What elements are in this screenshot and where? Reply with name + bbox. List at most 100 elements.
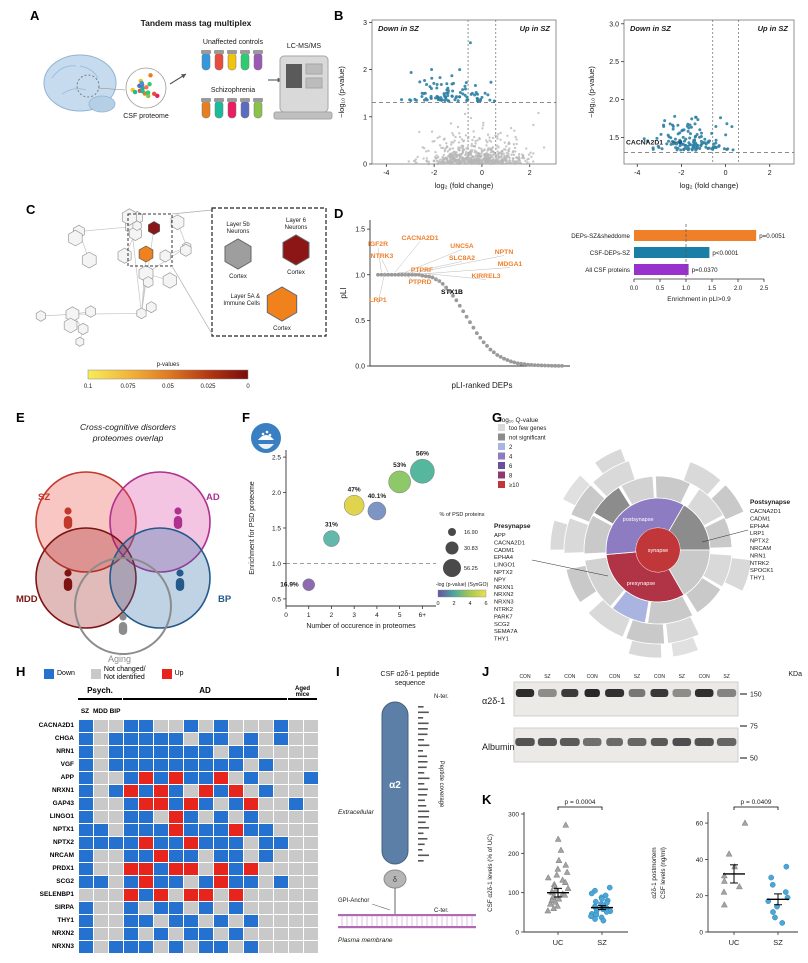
heatmap-cell	[289, 824, 303, 836]
svg-text:α2δ-1: α2δ-1	[482, 696, 505, 706]
svg-text:% of PSD proteins: % of PSD proteins	[440, 512, 485, 518]
heatmap-cell	[139, 915, 153, 927]
heatmap-cell	[169, 928, 183, 940]
svg-text:0.075: 0.075	[120, 384, 136, 390]
heatmap-cell	[139, 941, 153, 953]
svg-text:−log₁₀ (p-value): −log₁₀ (p-value)	[337, 66, 346, 118]
heatmap-cell	[109, 824, 123, 836]
heatmap-cell	[289, 759, 303, 771]
heatmap-cell	[184, 850, 198, 862]
heatmap-cell	[154, 902, 168, 914]
heatmap-cell	[214, 811, 228, 823]
heatmap-cell	[289, 746, 303, 758]
heatmap-cell	[124, 863, 138, 875]
heatmap-cell	[94, 850, 108, 862]
heatmap-cell	[244, 850, 258, 862]
heatmap-row-label: SELENBP1	[39, 891, 74, 898]
svg-text:PTPRD: PTPRD	[408, 279, 431, 286]
heatmap-cell	[109, 720, 123, 732]
heatmap-cell	[289, 928, 303, 940]
svg-text:-4: -4	[383, 170, 389, 177]
heatmap-cell	[259, 915, 273, 927]
svg-text:300: 300	[508, 812, 519, 819]
heatmap-cell	[274, 733, 288, 745]
heatmap-cell	[229, 928, 243, 940]
svg-text:p = 0.0004: p = 0.0004	[565, 799, 596, 806]
panel-j-label: J	[482, 664, 490, 679]
heatmap-cell	[184, 733, 198, 745]
heatmap-cell	[169, 889, 183, 901]
heatmap-cell	[304, 798, 318, 810]
svg-text:0: 0	[724, 170, 728, 177]
heatmap-cell	[229, 785, 243, 797]
svg-text:STX1B: STX1B	[441, 289, 463, 296]
svg-text:47%: 47%	[348, 486, 361, 493]
svg-text:3.0: 3.0	[609, 21, 619, 28]
svg-text:p=0.0051: p=0.0051	[759, 233, 786, 240]
heatmap-cell	[199, 785, 213, 797]
heatmap-cell	[259, 941, 273, 953]
heatmap-cell	[304, 902, 318, 914]
heatmap-cell	[169, 746, 183, 758]
heatmap-cell	[199, 759, 213, 771]
heatmap-cell	[169, 863, 183, 875]
svg-text:SPOCK1: SPOCK1	[750, 568, 774, 574]
heatmap-cell	[229, 759, 243, 771]
heatmap-cell	[214, 850, 228, 862]
heatmap-cell	[244, 915, 258, 927]
heatmap-cell	[169, 798, 183, 810]
heatmap-cell	[274, 759, 288, 771]
heatmap-cell	[94, 863, 108, 875]
svg-text:Layer 5A &: Layer 5A &	[231, 294, 260, 300]
svg-text:CACNA2D1: CACNA2D1	[626, 140, 663, 147]
heatmap-cell	[94, 798, 108, 810]
heatmap-cell	[124, 811, 138, 823]
heatmap-cell	[214, 772, 228, 784]
svg-text:5: 5	[398, 612, 402, 619]
svg-text:THY1: THY1	[750, 576, 765, 582]
heatmap-cell	[184, 915, 198, 927]
svg-text:Tandem mass tag multiplex: Tandem mass tag multiplex	[141, 18, 252, 28]
heatmap-cell	[214, 720, 228, 732]
svg-text:CON: CON	[519, 674, 531, 680]
heatmap-col-label: MDD	[93, 708, 108, 715]
svg-text:Down in SZ: Down in SZ	[378, 24, 419, 33]
heatmap-cell	[184, 798, 198, 810]
heatmap-col-label: BIP	[109, 708, 121, 715]
panel-c-label: C	[26, 202, 36, 217]
heatmap-cell	[274, 876, 288, 888]
heatmap-cell	[199, 889, 213, 901]
svg-text:LINGO1: LINGO1	[494, 563, 515, 569]
heatmap-row-label: NPTX1	[53, 826, 74, 833]
svg-text:Up in SZ: Up in SZ	[520, 24, 551, 33]
svg-text:log₂ (fold change): log₂ (fold change)	[435, 181, 494, 190]
heatmap-cell	[289, 941, 303, 953]
svg-text:CACNA2D1: CACNA2D1	[494, 540, 525, 546]
svg-text:CSF α2δ-1 peptide: CSF α2δ-1 peptide	[381, 671, 440, 678]
panel-d-pli-plot: 0.00.51.01.5pLIIGF2RNTRK3CACNA2D1UNC5ASL…	[339, 220, 786, 390]
heatmap-cell	[229, 746, 243, 758]
svg-text:Enrichment for PSD proteome: Enrichment for PSD proteome	[249, 481, 256, 574]
heatmap-cell	[109, 837, 123, 849]
heatmap-row-label: VGF	[60, 761, 74, 768]
heatmap-cell	[154, 811, 168, 823]
svg-text:NPTN: NPTN	[495, 249, 514, 256]
svg-text:40: 40	[696, 857, 704, 864]
heatmap-cell	[214, 915, 228, 927]
heatmap-cell	[139, 928, 153, 940]
heatmap-row-label: NRCAM	[49, 852, 74, 859]
heatmap-cell	[94, 837, 108, 849]
panel-f-label: F	[242, 410, 250, 425]
svg-text:NPTX2: NPTX2	[494, 570, 513, 576]
heatmap-cell	[124, 785, 138, 797]
heatmap-cell	[184, 759, 198, 771]
heatmap-cell	[139, 824, 153, 836]
heatmap-cell	[79, 941, 93, 953]
heatmap-cell	[274, 928, 288, 940]
svg-text:Down in SZ: Down in SZ	[630, 24, 671, 33]
svg-text:N-ter.: N-ter.	[434, 694, 449, 700]
svg-text:2.0: 2.0	[272, 490, 281, 497]
